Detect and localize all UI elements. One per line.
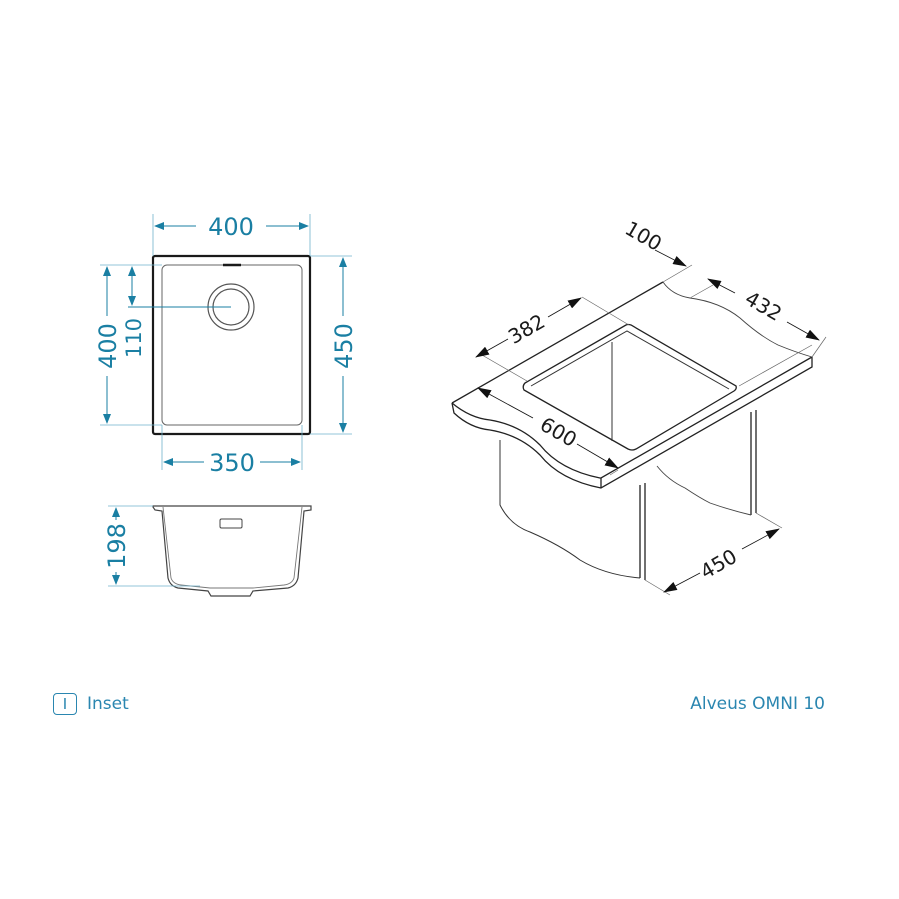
dim-width-outer: 400 [208,213,254,241]
sink-profile-inner [162,506,303,589]
top-view: 400 350 450 400 110 [94,213,358,477]
isometric-view: 100 432 382 600 450 [451,216,827,596]
inset-icon: I [53,693,77,715]
dim-depth-inner: 400 [94,323,122,369]
model-name: Alveus OMNI 10 [690,694,825,714]
side-view: 198 [103,505,312,597]
overflow-opening [219,518,243,529]
dim-iso-100: 100 [621,216,666,256]
dim-depth-outer: 450 [330,323,358,369]
dim-height: 198 [103,523,131,569]
countertop-front-edge [451,357,813,489]
sink-outer-outline [151,254,312,436]
countertop-back-break [662,281,813,358]
sink-cutout-outer [522,323,737,451]
dim-width-inner: 350 [209,449,255,477]
sink-cutout-inner [530,330,730,390]
dim-iso-382: 382 [504,309,549,349]
inset-label: Inset [87,694,129,714]
mounting-legend: I Inset [53,693,129,715]
cabinet-left-panel [499,440,641,579]
dim-drain-offset: 110 [122,318,146,358]
cabinet-right-break [656,465,752,516]
dim-iso-450: 450 [696,544,741,584]
countertop-top-face [451,281,813,479]
dim-iso-432: 432 [741,286,786,326]
sink-profile-outer [152,505,312,597]
